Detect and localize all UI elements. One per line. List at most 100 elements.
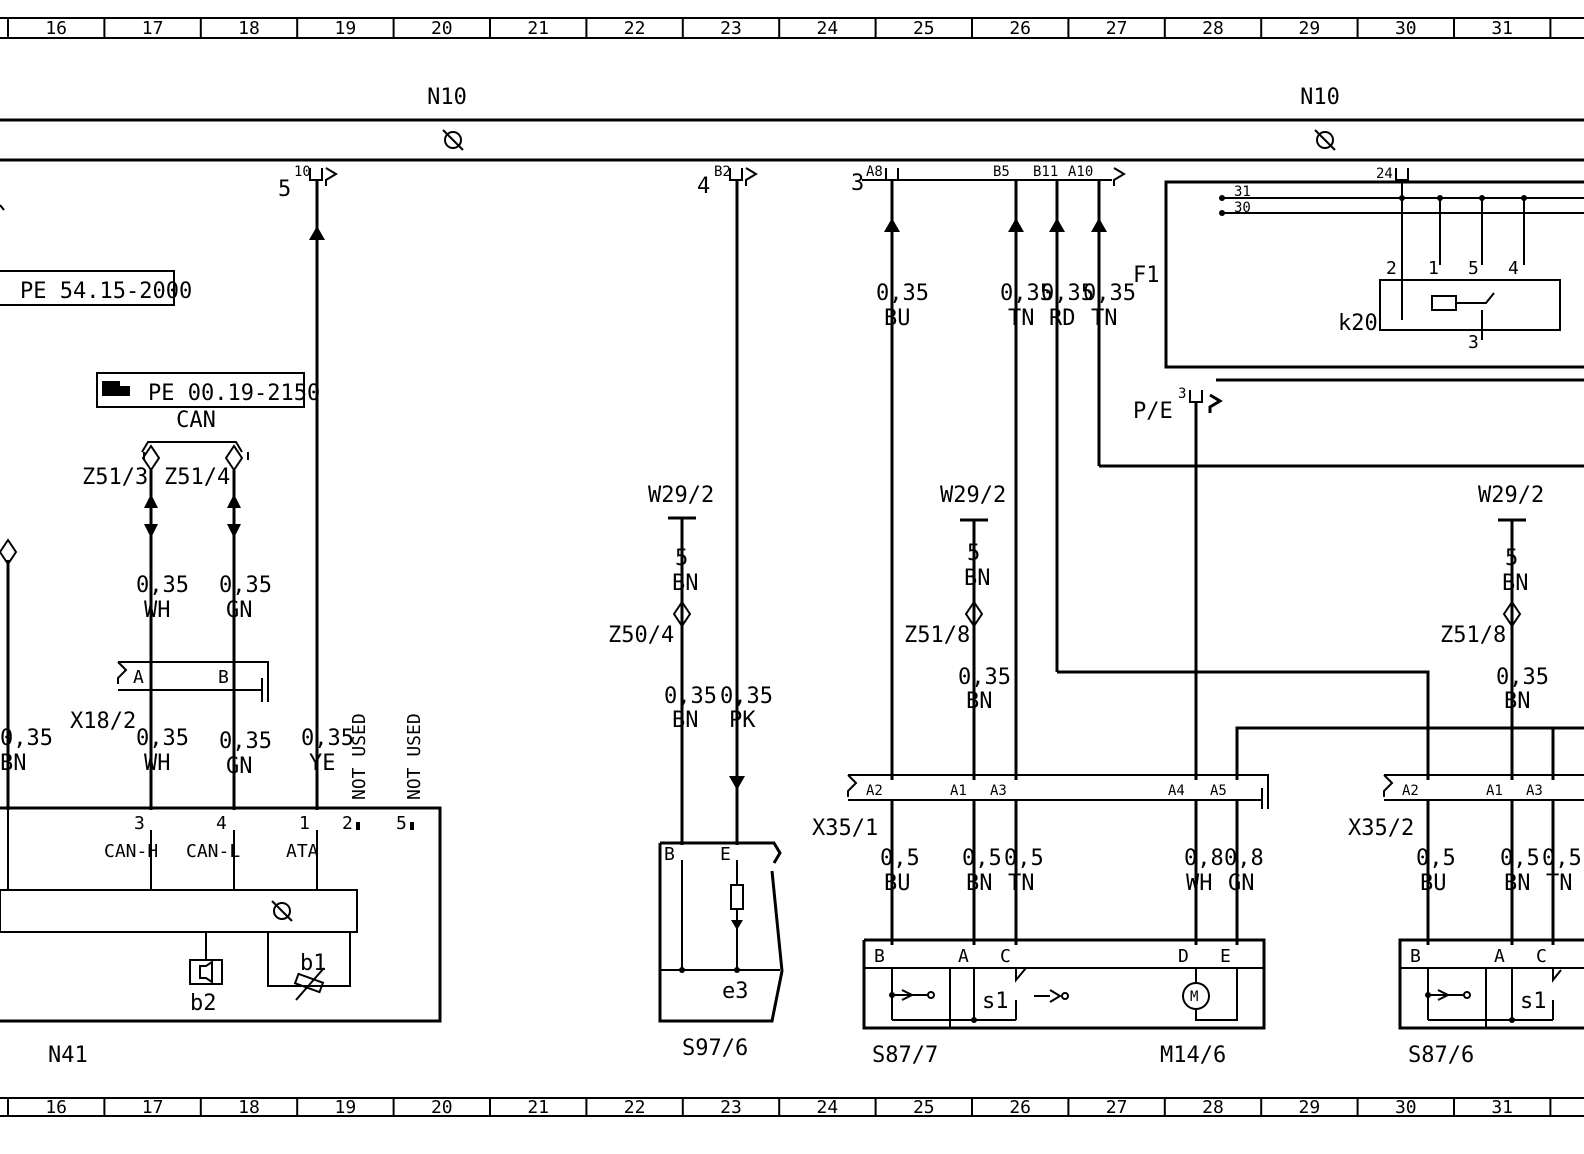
splice-diamond-icon: [0, 538, 18, 566]
wire-size: 0,5: [962, 846, 1002, 871]
switch-block-s87-7: B A C D E s1 M S87/7 M14/6: [862, 938, 1266, 1068]
svg-text:5: 5: [278, 177, 291, 202]
svg-text:B: B: [218, 667, 229, 688]
wire-color: YE: [309, 751, 336, 776]
ground-w29-2: W29/2: [1478, 483, 1544, 522]
s97-6-label: S97/6: [682, 1036, 748, 1061]
svg-text:W29/2: W29/2: [648, 483, 714, 508]
wire-color: PK: [729, 708, 756, 733]
relay-k20: 24 2 1 5 4 3 k20: [1338, 166, 1561, 353]
grid-label: 16: [45, 1097, 67, 1118]
wire-size: 0,35: [720, 684, 773, 709]
wire-color: BN: [966, 689, 993, 714]
wire-color: RD: [1049, 306, 1076, 331]
grid-label: 21: [527, 18, 549, 39]
reference-box-2[interactable]: PE 00.19-2150: [96, 372, 320, 408]
svg-text:C: C: [1536, 946, 1547, 967]
svg-text:C: C: [1000, 946, 1011, 967]
wire-size: 5: [675, 546, 688, 571]
svg-text:1: 1: [1428, 258, 1439, 279]
svg-text:5: 5: [396, 813, 407, 834]
variable-resistor-icon: [293, 967, 325, 1001]
grid-label: 31: [1491, 18, 1513, 39]
connector-x18-2-label: X18/2: [70, 709, 136, 734]
svg-text:W29/2: W29/2: [1478, 483, 1544, 508]
svg-text:24: 24: [1376, 166, 1393, 182]
svg-text:A1: A1: [950, 783, 967, 799]
relay-coil-icon: [1431, 295, 1457, 311]
ground-w29-2: W29/2: [648, 483, 714, 520]
grid-label: 22: [624, 1097, 646, 1118]
grid-label: 29: [1299, 18, 1321, 39]
splice-z51-4: Z51/4: [164, 465, 230, 490]
grid-label: 24: [817, 18, 839, 39]
wire-color: WH: [144, 751, 171, 776]
svg-text:A4: A4: [1168, 783, 1185, 799]
not-used-label: NOT USED: [349, 713, 370, 800]
wire-size: 0,35: [1496, 665, 1549, 690]
b1-label: b1: [300, 951, 327, 976]
connector-x35-1: A2 A1 A3 A4 A5 X35/1: [812, 774, 1269, 841]
svg-text:A8: A8: [866, 164, 883, 180]
svg-text:A3: A3: [1526, 783, 1543, 799]
svg-text:B11: B11: [1033, 164, 1058, 180]
grid-label: 30: [1395, 1097, 1417, 1118]
grid-label: 21: [527, 1097, 549, 1118]
svg-text:3: 3: [1178, 386, 1186, 402]
wire-size: 0,35: [1083, 281, 1136, 306]
grid-label: 24: [817, 1097, 839, 1118]
svg-text:E: E: [720, 844, 731, 865]
wire-size: 0,35: [664, 684, 717, 709]
wire-color: GN: [1228, 871, 1255, 896]
wire-size: 0,5: [1542, 846, 1582, 871]
splice-diamond-icon: [1502, 600, 1522, 628]
wire-size: 5: [967, 541, 980, 566]
b2-label: b2: [190, 991, 217, 1016]
e3-label: e3: [722, 979, 749, 1004]
grid-label: 26: [1009, 1097, 1031, 1118]
grid-label: 25: [913, 1097, 935, 1118]
wire-color: BN: [1504, 871, 1531, 896]
module-n41: 3 4 1 2 5 CAN-H CAN-L ATA b2 b1 N41: [0, 806, 442, 1068]
svg-text:A5: A5: [1210, 783, 1227, 799]
svg-text:A10: A10: [1068, 164, 1093, 180]
not-used-label: NOT USED: [404, 713, 425, 800]
grid-label: 18: [238, 18, 260, 39]
wire-color: WH: [144, 598, 171, 623]
sensor-icon: [892, 989, 928, 1001]
wire-size: 0,5: [880, 846, 920, 871]
wire-color: BN: [1502, 571, 1529, 596]
grid-label: 27: [1106, 18, 1128, 39]
svg-text:A2: A2: [1402, 783, 1419, 799]
wire-size: 0,35: [136, 573, 189, 598]
wire-size: 0,8: [1224, 846, 1264, 871]
wire-color: GN: [226, 754, 253, 779]
wire-size: 0,35: [0, 726, 53, 751]
wire-color: TN: [1008, 306, 1035, 331]
speaker-icon: [189, 959, 223, 985]
wire-size: 0,35: [219, 573, 272, 598]
svg-text:1: 1: [299, 813, 310, 834]
wire-color: WH: [1186, 871, 1213, 896]
svg-text:4: 4: [216, 813, 227, 834]
svg-text:3: 3: [1468, 332, 1479, 353]
grid-label: 19: [335, 1097, 357, 1118]
svg-text:10: 10: [294, 164, 311, 180]
reference-box-1[interactable]: PE 54.15-2000: [0, 270, 192, 306]
grid-label: 25: [913, 18, 935, 39]
svg-text:2: 2: [342, 813, 353, 834]
wire-color: TN: [1008, 871, 1035, 896]
s87-7-label: S87/7: [872, 1043, 938, 1068]
splice-z51-8: Z51/8: [1440, 623, 1506, 648]
n10-label-right: N10: [1300, 85, 1340, 110]
wire-color: BN: [966, 871, 993, 896]
splice-diamond-icon: [964, 600, 984, 628]
wire-color: BN: [672, 708, 699, 733]
splice-z51-8: Z51/8: [904, 623, 970, 648]
n41-label: N41: [48, 1043, 88, 1068]
svg-text:ATA: ATA: [286, 841, 319, 862]
svg-text:A2: A2: [866, 783, 883, 799]
svg-text:M: M: [1190, 989, 1198, 1005]
svg-text:3: 3: [134, 813, 145, 834]
